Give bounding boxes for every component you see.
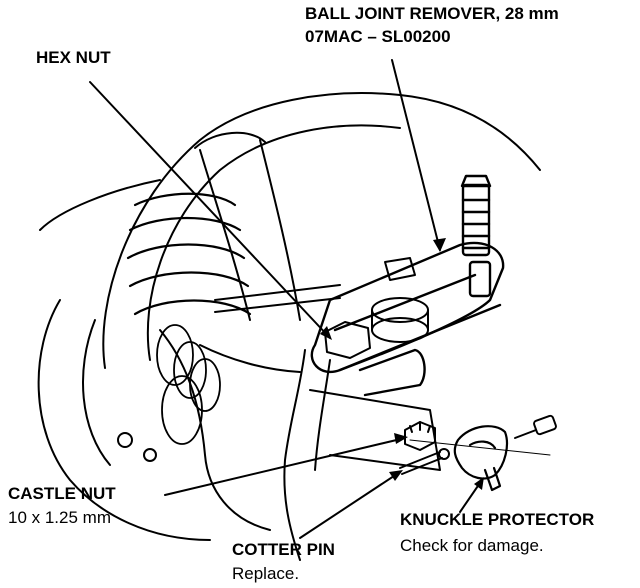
castle-nut-shape [404, 421, 436, 451]
bolt-hole [143, 448, 157, 462]
ball-joint-stud [324, 297, 429, 359]
hex-nut-shape [324, 321, 371, 359]
knuckle-protector-label: KNUCKLE PROTECTOR [400, 510, 595, 529]
steering-knuckle [159, 329, 271, 531]
protector-bolt-shape [514, 414, 557, 439]
leader-cotter-pin [299, 471, 401, 539]
brake-shield [37, 299, 211, 541]
upper-mount-bracket [384, 257, 416, 281]
tie-rod [214, 284, 341, 313]
leader-hex-nut [89, 81, 331, 339]
strut-body [199, 139, 301, 321]
leader-lines [89, 59, 484, 539]
wheelwell-lower-edge [39, 179, 161, 231]
bolt-hole [117, 432, 133, 448]
strut-cap [194, 131, 266, 149]
knuckle-arm [283, 349, 306, 561]
cotter-pin-shape [399, 448, 450, 475]
ball-joint-remover-tool [310, 174, 505, 397]
fender-inner-arch [146, 124, 401, 361]
cv-boot [156, 324, 221, 445]
knuckle-protector-note: Check for damage. [400, 536, 544, 555]
fender-arch [102, 92, 541, 369]
leader-ball-joint-remover [391, 59, 441, 251]
knuckle-edge [199, 344, 301, 373]
castle-nut-label: CASTLE NUT [8, 484, 116, 503]
hex-nut-label: HEX NUT [36, 48, 111, 67]
castle-nut-size: 10 x 1.25 mm [8, 508, 111, 527]
ball-joint-remover-label: BALL JOINT REMOVER, 28 mm [305, 4, 559, 23]
knuckle-protector-shape [453, 425, 509, 492]
cotter-pin-label: COTTER PIN [232, 540, 335, 559]
ball-joint-remover-part-number: 07MAC – SL00200 [305, 27, 451, 46]
assembly-centerline [409, 439, 551, 456]
brake-shield-inner [82, 319, 111, 466]
leader-castle-nut [164, 437, 406, 496]
cotter-pin-note: Replace. [232, 564, 300, 583]
